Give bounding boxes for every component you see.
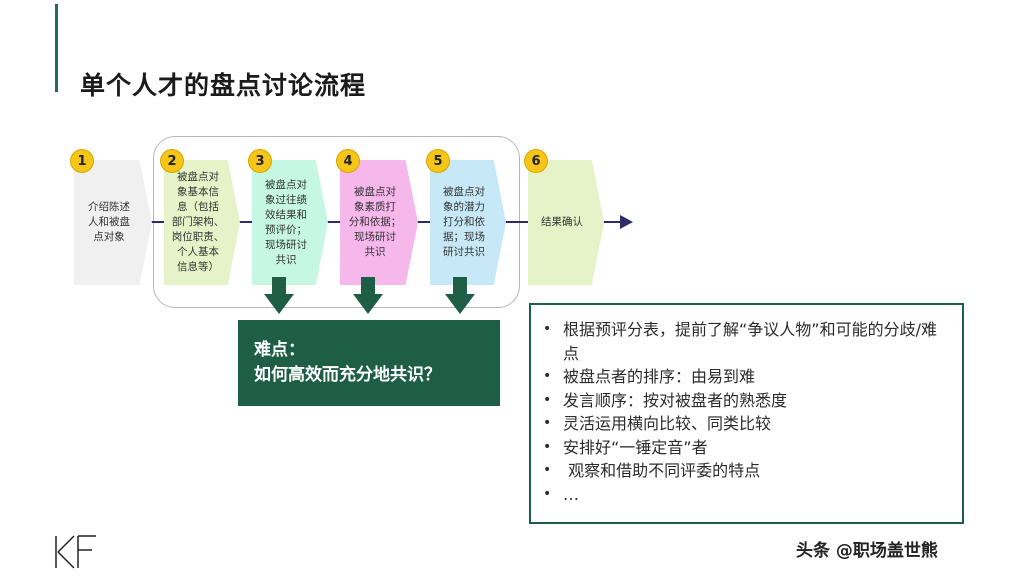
tip-item: • 灵活运用横向比较、同类比较: [537, 412, 952, 436]
tip-text: …: [563, 484, 579, 504]
step-label: 被盘点对 象素质打 分和依据； 现场研讨 共识: [348, 186, 402, 258]
down-arrow-icon: [445, 277, 475, 315]
tip-item: • 发言顺序：按对被盘者的熟悉度: [537, 389, 952, 413]
tip-item: • 观察和借助不同评委的特点: [537, 459, 952, 483]
step-label: 结果确认: [541, 216, 583, 228]
step-number-badge: 2: [160, 149, 184, 173]
step-label: 被盘点对 象过往绩 效结果和 预评价； 现场研讨 共识: [265, 178, 307, 266]
tip-text: 被盘点者的排序：由易到难: [563, 367, 756, 386]
step-number-badge: 3: [248, 149, 272, 173]
step-shape: 被盘点对 象素质打 分和依据； 现场研讨 共识: [340, 160, 418, 285]
down-arrow-icon: [353, 277, 383, 315]
process-step-1: 1 介绍陈述 人和被盘 点对象: [70, 149, 152, 285]
tip-item: • 被盘点者的排序：由易到难: [537, 365, 952, 389]
bullet-icon: •: [543, 321, 552, 337]
tips-list: • 根据预评分表，提前了解“争议人物”和可能的分歧/难点 • 被盘点者的排序：由易到…: [537, 318, 952, 506]
difficulty-box: 难点： 如何高效而充分地共识？: [238, 320, 500, 406]
process-step-5: 5 被盘点对 象的潜力 打分和依 据；现场 研讨共识: [426, 149, 506, 285]
bullet-icon: •: [543, 415, 552, 431]
tips-box: • 根据预评分表，提前了解“争议人物”和可能的分歧/难点 • 被盘点者的排序：由易到…: [529, 303, 964, 524]
tip-item: • 安排好“一锤定音”者: [537, 436, 952, 460]
step-shape: 被盘点对 象过往绩 效结果和 预评价； 现场研讨 共识: [252, 160, 328, 285]
process-step-3: 3 被盘点对 象过往绩 效结果和 预评价； 现场研讨 共识: [248, 149, 328, 285]
process-step-6: 6 结果确认: [524, 149, 604, 285]
difficulty-question: 如何高效而充分地共识？: [254, 365, 441, 385]
difficulty-heading: 难点：: [254, 340, 305, 360]
bullet-icon: •: [543, 462, 552, 478]
tip-text: 安排好“一锤定音”者: [563, 437, 708, 457]
step-shape: 结果确认: [528, 160, 604, 285]
step-shape: 介绍陈述 人和被盘 点对象: [74, 160, 152, 285]
bullet-icon: •: [543, 368, 552, 384]
step-number-badge: 6: [524, 149, 548, 173]
step-shape: 被盘点对 象基本信 息（包括 部门架构、 岗位职责、 个人基本 信息等）: [164, 160, 240, 285]
tip-text: 发言顺序：按对被盘者的熟悉度: [563, 390, 788, 410]
step-shape: 被盘点对 象的潜力 打分和依 据；现场 研讨共识: [430, 160, 506, 285]
step-label: 被盘点对 象的潜力 打分和依 据；现场 研讨共识: [443, 186, 485, 258]
tip-text: 灵活运用横向比较、同类比较: [563, 414, 772, 433]
bullet-icon: •: [543, 438, 552, 455]
tip-item: • 根据预评分表，提前了解“争议人物”和可能的分歧/难点: [537, 318, 952, 365]
page-title: 单个人才的盘点讨论流程: [80, 71, 367, 100]
step-number-badge: 4: [336, 149, 360, 173]
step-label: 介绍陈述 人和被盘 点对象: [88, 201, 130, 243]
tip-item: •…: [537, 483, 952, 507]
step-number-badge: 5: [426, 149, 450, 173]
step-number-badge: 1: [70, 149, 94, 173]
title-accent-bar: [55, 4, 58, 92]
tip-text: 观察和借助不同评委的特点: [563, 461, 761, 480]
flow-arrowhead-icon: [620, 215, 633, 229]
step-label: 被盘点对 象基本信 息（包括 部门架构、 岗位职责、 个人基本 信息等）: [171, 171, 225, 273]
down-arrow-icon: [264, 277, 294, 315]
tip-text: 根据预评分表，提前了解“争议人物”和可能的分歧/难点: [563, 320, 937, 363]
bullet-icon: •: [543, 391, 552, 408]
bullet-icon: •: [543, 485, 552, 502]
process-step-2: 2 被盘点对 象基本信 息（包括 部门架构、 岗位职责、 个人基本 信息等）: [160, 149, 240, 285]
watermark-text: 头条 @职场盖世熊: [796, 541, 938, 561]
process-step-4: 4 被盘点对 象素质打 分和依据； 现场研讨 共识: [336, 149, 418, 285]
kf-logo-icon: [54, 532, 102, 572]
